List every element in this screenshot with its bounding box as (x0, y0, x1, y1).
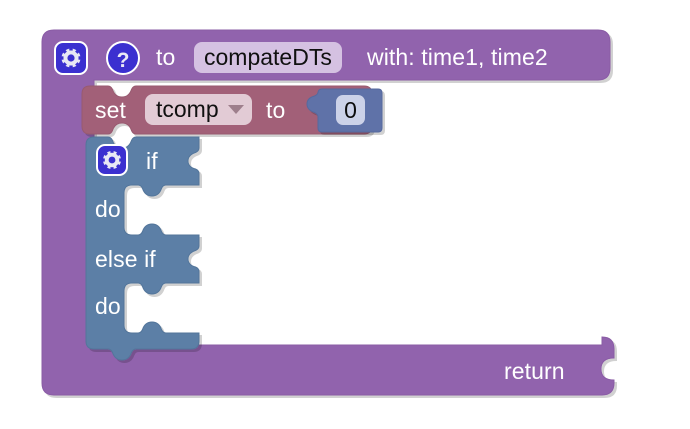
set-label: set (95, 97, 126, 123)
return-label: return (504, 358, 565, 384)
gear-icon[interactable] (53, 40, 88, 75)
variable-dropdown[interactable]: tcomp (145, 94, 252, 125)
procedure-name-field[interactable]: compateDTs (194, 42, 342, 73)
number-field[interactable]: 0 (336, 95, 365, 125)
question-mark-icon[interactable]: ? (106, 41, 140, 75)
if-row-label-do-2: do (95, 293, 121, 319)
if-row-label-do-1: do (95, 196, 121, 222)
if-block-shape[interactable] (85, 136, 200, 361)
set-to-label: to (266, 97, 286, 123)
if-row-label-if: if (146, 148, 158, 174)
if-row-label-else-if: else if (95, 246, 156, 272)
procedure-to-label: to (156, 44, 176, 70)
gear-icon[interactable] (95, 143, 129, 177)
chevron-down-icon (227, 105, 244, 114)
procedure-params-label: with: time1, time2 (367, 44, 548, 70)
variable-dropdown-label: tcomp (156, 96, 219, 122)
procedure-block-shape[interactable] (41, 29, 615, 396)
svg-text:?: ? (117, 49, 130, 72)
